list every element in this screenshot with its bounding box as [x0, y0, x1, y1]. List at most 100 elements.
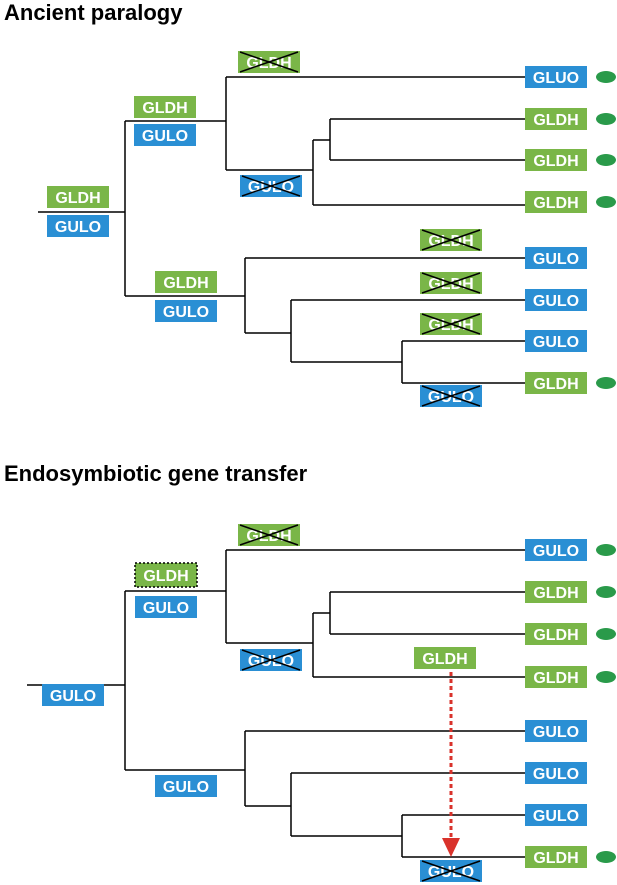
panel-title-endosymbiotic-gene-transfer: Endosymbiotic gene transfer [4, 461, 308, 486]
svg-text:GULO: GULO [50, 688, 96, 705]
svg-text:GLDH: GLDH [142, 100, 187, 117]
svg-text:GULO: GULO [248, 653, 294, 670]
svg-text:GLDH: GLDH [533, 585, 578, 602]
svg-text:GLDH: GLDH [533, 850, 578, 867]
green-ellipse-plastid-icon [596, 544, 616, 556]
cross-out-icon [421, 313, 481, 335]
node-label-present: GULO [155, 300, 217, 322]
node-label-present: GULO [134, 124, 196, 146]
node-label-present: GULO [42, 684, 104, 706]
tip: GLDH [525, 846, 616, 868]
tip-box [525, 191, 587, 213]
svg-text:GLDH: GLDH [246, 528, 291, 545]
node-label-present: GLDH [155, 271, 217, 293]
cross-out-icon [421, 229, 481, 251]
green-ellipse-plastid-icon [596, 628, 616, 640]
tip: GULO [525, 247, 587, 269]
green-ellipse-plastid-icon [596, 377, 616, 389]
node-label-lost: GLDH [420, 229, 482, 251]
green-ellipse-plastid-icon [596, 851, 616, 863]
node-label-lost: GLDH [420, 272, 482, 294]
green-ellipse-plastid-icon [596, 154, 616, 166]
green-ellipse-plastid-icon [596, 113, 616, 125]
svg-text:GLDH: GLDH [55, 190, 100, 207]
tip: GULO [525, 804, 587, 826]
cross-out-icon [421, 385, 481, 407]
tip-label: GLDH [533, 376, 578, 393]
cross-out-icon [239, 51, 299, 73]
node-label-lost: GLDH [238, 51, 300, 73]
tip-label: GLUO [533, 70, 579, 87]
node-label-transferred: GLDH [414, 647, 476, 669]
svg-text:GULO: GULO [142, 128, 188, 145]
tip-label: GULO [533, 251, 579, 268]
svg-text:GLDH: GLDH [428, 276, 473, 293]
dotted-red-arrow-icon [442, 672, 460, 857]
svg-text:GLDH: GLDH [163, 275, 208, 292]
cross-out-icon [241, 649, 301, 671]
svg-text:GULO: GULO [55, 219, 101, 236]
cross-out-icon [421, 860, 481, 882]
tip-label: GULO [533, 293, 579, 310]
node-label-lost: GULO [420, 860, 482, 882]
green-ellipse-plastid-icon [596, 671, 616, 683]
tip-label: GULO [533, 334, 579, 351]
svg-text:GLDH: GLDH [428, 317, 473, 334]
green-ellipse-plastid-icon [596, 196, 616, 208]
tree-branches [27, 76, 525, 858]
tip-label: GLDH [533, 153, 578, 170]
tip-box [525, 149, 587, 171]
svg-text:GULO: GULO [533, 808, 579, 825]
node-label-lost: GLDH [420, 313, 482, 335]
svg-text:GLDH: GLDH [422, 651, 467, 668]
tip-label: GLDH [533, 195, 578, 212]
tip-box [525, 330, 587, 352]
tip: GLDH [525, 666, 616, 688]
tip-box [525, 372, 587, 394]
svg-text:GULO: GULO [163, 304, 209, 321]
branch [38, 76, 525, 384]
cross-out-icon [421, 272, 481, 294]
cross-out-icon [241, 175, 301, 197]
tip: GLDH [525, 581, 616, 603]
tip: GLDH [525, 149, 616, 171]
svg-text:GLDH: GLDH [428, 233, 473, 250]
tip: GULO [525, 762, 587, 784]
svg-text:GULO: GULO [163, 779, 209, 796]
tip: GULO [525, 330, 587, 352]
svg-text:GLDH: GLDH [143, 568, 188, 585]
svg-text:GULO: GULO [248, 179, 294, 196]
node-label-lost: GULO [420, 385, 482, 407]
svg-text:GLDH: GLDH [533, 670, 578, 687]
green-ellipse-plastid-icon [596, 71, 616, 83]
panel-title-ancient-paralogy: Ancient paralogy [4, 0, 183, 25]
tip: GLDH [525, 372, 616, 394]
tip-label: GLDH [533, 112, 578, 129]
green-ellipse-plastid-icon [596, 586, 616, 598]
svg-text:GULO: GULO [533, 543, 579, 560]
tip: GULO [525, 289, 587, 311]
node-label-present: GLDH [134, 96, 196, 118]
tip-box [525, 66, 587, 88]
svg-text:GULO: GULO [428, 864, 474, 881]
svg-text:GLDH: GLDH [246, 55, 291, 72]
svg-text:GULO: GULO [428, 389, 474, 406]
node-label-present: GULO [47, 215, 109, 237]
node-label-lost: GULO [240, 175, 302, 197]
node-label-present: GLDH [47, 186, 109, 208]
tip: GULO [525, 539, 616, 561]
svg-text:GULO: GULO [533, 724, 579, 741]
node-label-present: GULO [155, 775, 217, 797]
tip: GULO [525, 720, 587, 742]
tip: GLDH [525, 108, 616, 130]
cross-out-icon [239, 524, 299, 546]
tip-box [525, 247, 587, 269]
node-label-present: GULO [135, 596, 197, 618]
svg-text:GULO: GULO [143, 600, 189, 617]
tip: GLDH [525, 623, 616, 645]
tip-box [525, 289, 587, 311]
svg-text:GLDH: GLDH [533, 627, 578, 644]
node-label-gained: GLDH [134, 562, 198, 588]
tip-box [525, 108, 587, 130]
